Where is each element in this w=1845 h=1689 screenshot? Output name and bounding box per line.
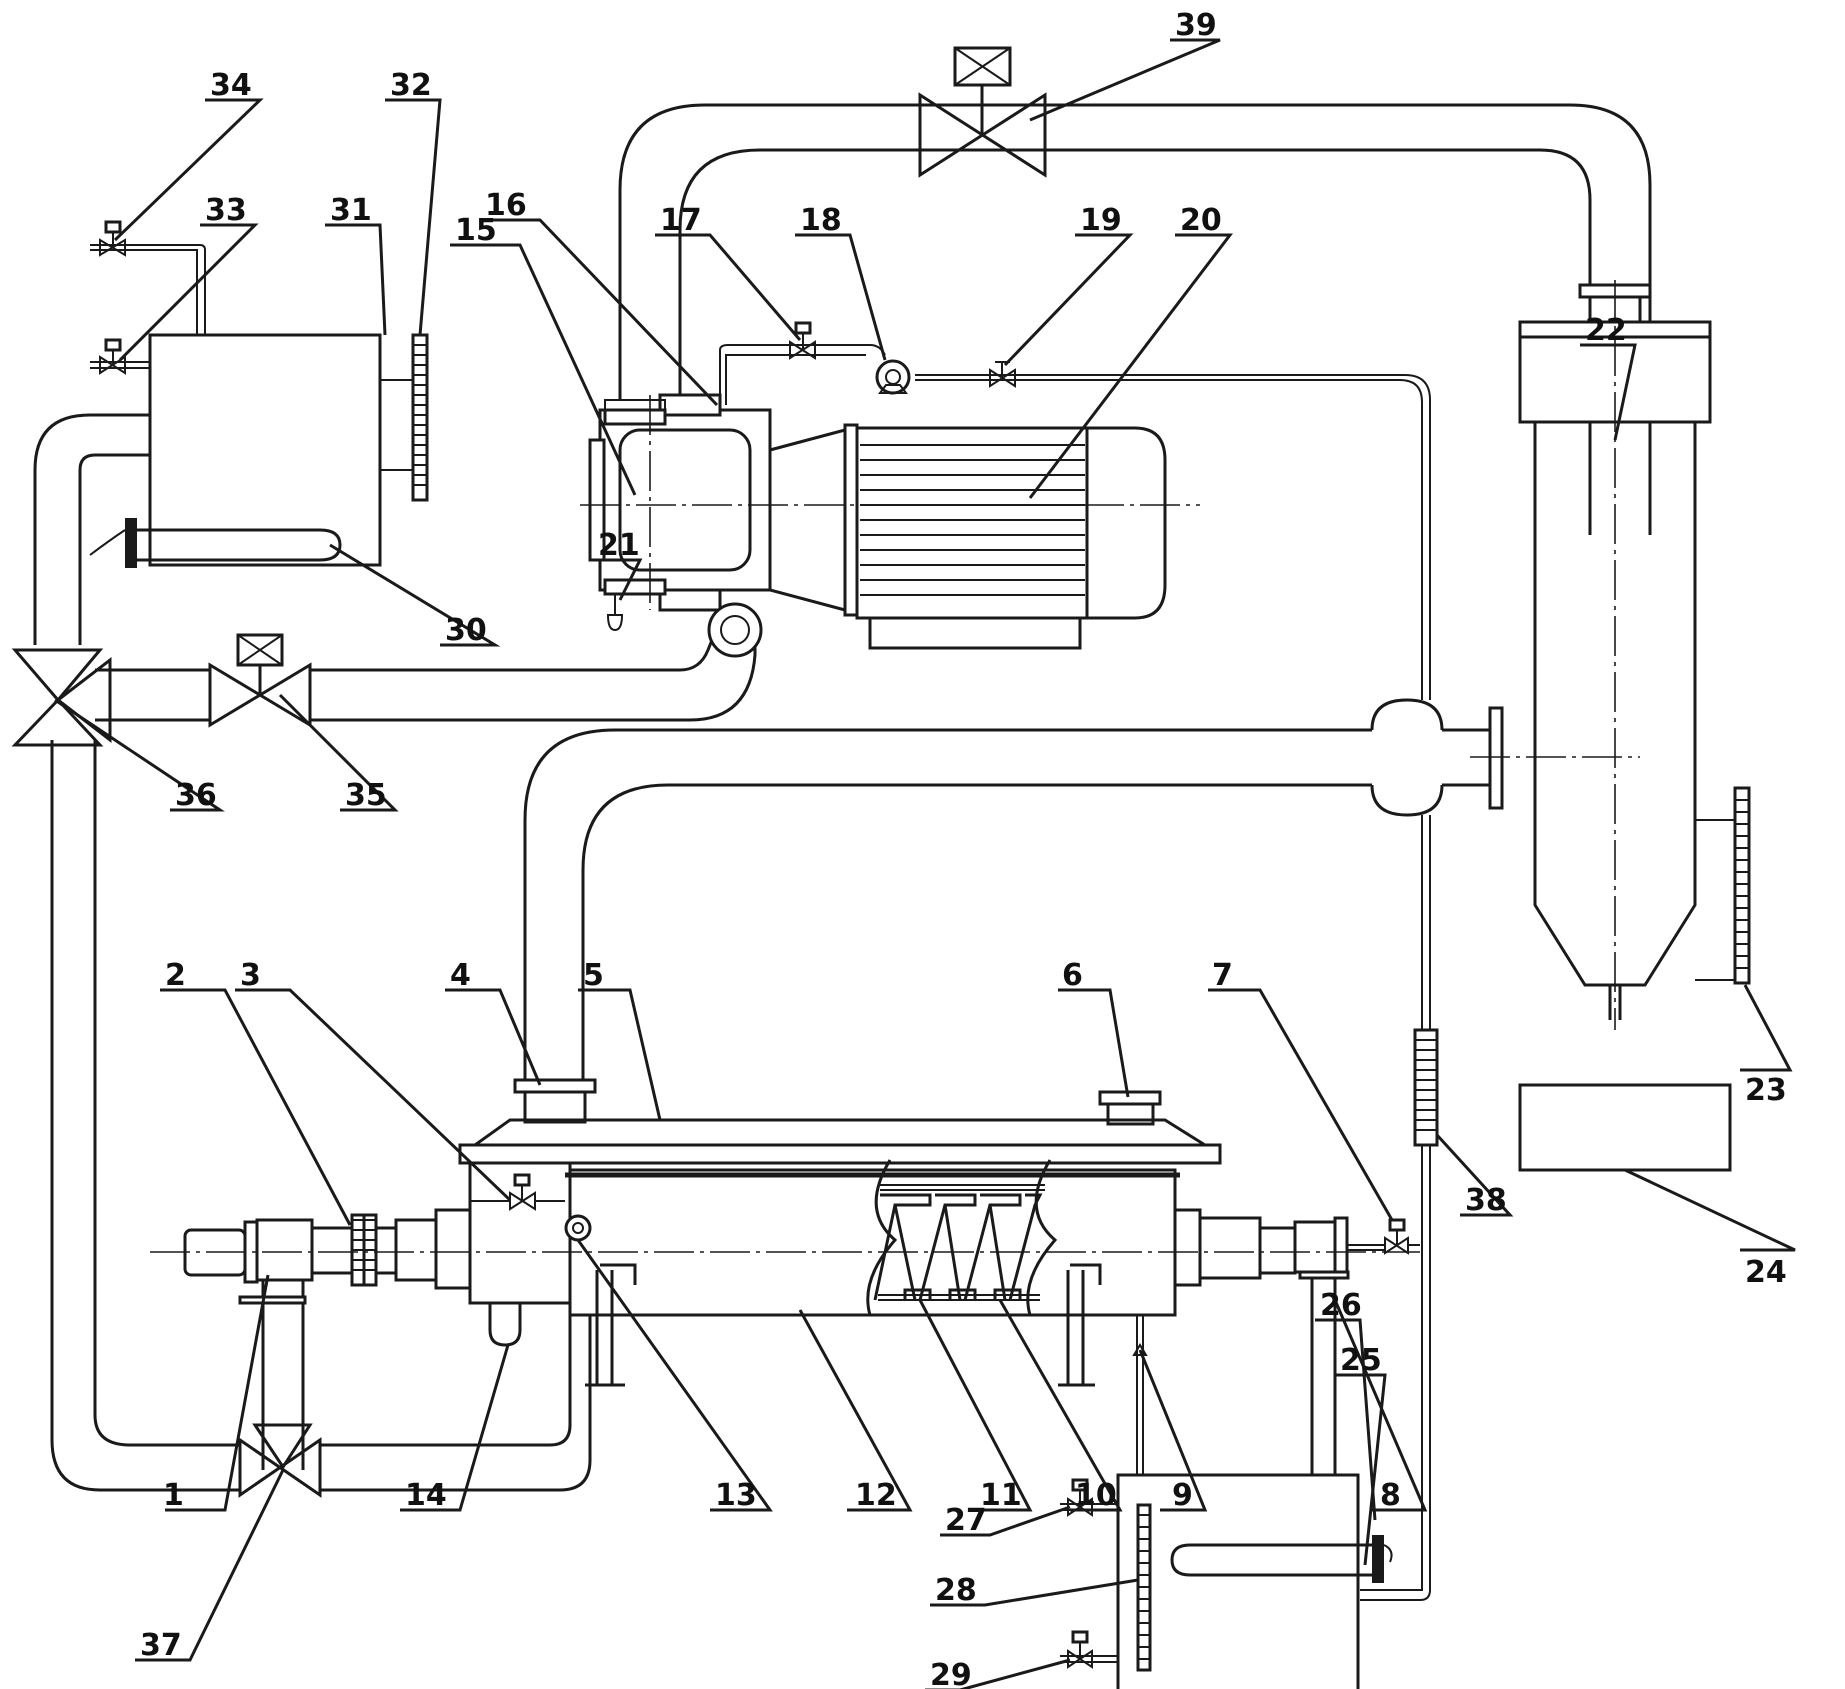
tank-31 (89, 333, 429, 568)
tank-25 (1060, 1473, 1393, 1689)
fitting-13 (564, 1214, 592, 1242)
three-way-valve-36 (11, 648, 112, 747)
valve-34 (99, 220, 126, 257)
label-27: 27 (945, 1503, 987, 1538)
bypass-pipe (95, 639, 757, 722)
left-return-pipe (33, 413, 240, 1492)
label-18: 18 (800, 203, 842, 238)
valve-17 (789, 321, 816, 360)
part-labels: 1 2 3 4 5 6 7 8 9 10 11 12 13 14 15 16 1… (140, 8, 1787, 1689)
motorized-valve-39 (918, 46, 1047, 178)
label-25: 25 (1340, 1343, 1382, 1378)
label-14: 14 (405, 1478, 447, 1513)
label-38: 38 (1465, 1183, 1507, 1218)
motor-20 (768, 423, 1167, 650)
dryer-12 (458, 1078, 1222, 1475)
valve-7 (1384, 1218, 1420, 1255)
label-36: 36 (175, 778, 217, 813)
motorized-valve-35 (208, 633, 312, 728)
level-gauge-32-ticks (413, 344, 427, 486)
label-9: 9 (1172, 1478, 1193, 1513)
pump-18 (875, 359, 911, 395)
label-33: 33 (205, 193, 247, 228)
label-28: 28 (935, 1573, 977, 1608)
label-22: 22 (1585, 313, 1627, 348)
label-31: 31 (330, 193, 372, 228)
label-17: 17 (660, 203, 702, 238)
label-34: 34 (210, 68, 252, 103)
separator-22 (1470, 280, 1751, 1030)
label-7: 7 (1212, 958, 1233, 993)
three-way-valve-37 (238, 1423, 322, 1498)
label-11: 11 (980, 1478, 1022, 1513)
dryer-shaft-right (1173, 1208, 1385, 1287)
dryer-shaft-left (183, 1208, 522, 1347)
label-15: 15 (455, 213, 497, 248)
valve-3 (470, 1173, 565, 1211)
label-1: 1 (163, 1478, 184, 1513)
label-2: 2 (165, 958, 186, 993)
label-8: 8 (1380, 1478, 1401, 1513)
label-10: 10 (1075, 1478, 1117, 1513)
label-5: 5 (583, 958, 604, 993)
dryer-to-separator-pipe (523, 698, 1504, 1080)
label-3: 3 (240, 958, 261, 993)
label-16: 16 (485, 188, 527, 223)
level-gauge-38 (1413, 1028, 1439, 1147)
label-30: 30 (445, 613, 487, 648)
label-19: 19 (1080, 203, 1122, 238)
vacuum-pump-15 (588, 393, 772, 658)
label-13: 13 (715, 1478, 757, 1513)
label-32: 32 (390, 68, 432, 103)
label-6: 6 (1062, 958, 1083, 993)
leader-lines (54, 38, 1796, 1689)
label-26: 26 (1320, 1288, 1362, 1323)
label-4: 4 (450, 958, 471, 993)
label-37: 37 (140, 1628, 182, 1663)
label-12: 12 (855, 1478, 897, 1513)
water-line (920, 374, 1431, 1601)
label-21: 21 (598, 528, 640, 563)
label-29: 29 (930, 1658, 972, 1689)
label-23: 23 (1745, 1073, 1787, 1108)
label-35: 35 (345, 778, 387, 813)
top-loop-pipe (618, 103, 1652, 535)
label-39: 39 (1175, 8, 1217, 43)
drain-pipe (1310, 1255, 1337, 1475)
box-24 (1518, 1083, 1732, 1172)
label-20: 20 (1180, 203, 1222, 238)
label-24: 24 (1745, 1255, 1787, 1290)
vacuum-line (719, 344, 985, 405)
